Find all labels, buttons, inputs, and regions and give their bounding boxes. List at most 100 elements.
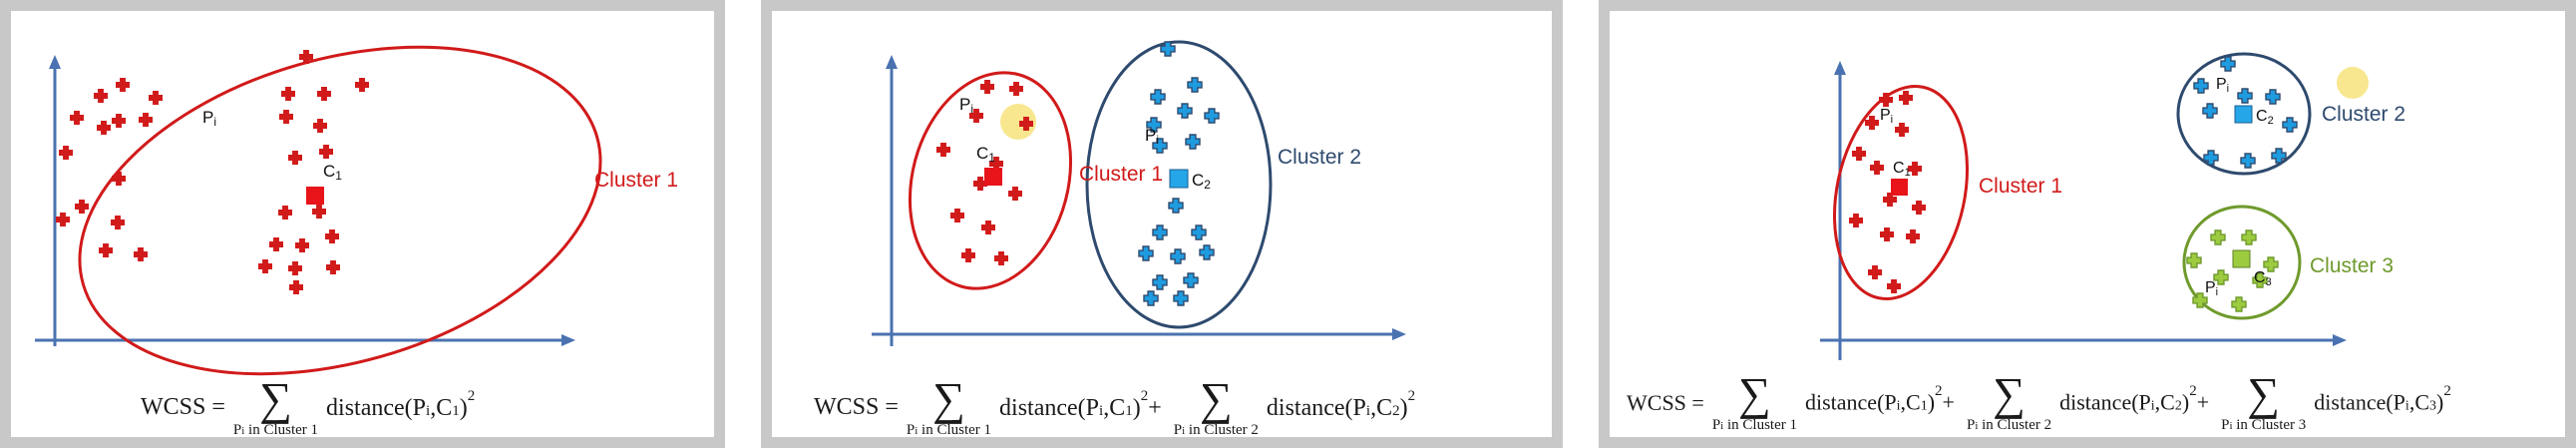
data-point-cluster-1 <box>94 89 108 103</box>
data-point-cluster-3 <box>2263 256 2279 272</box>
data-point-cluster-1 <box>1868 265 1882 279</box>
point-pi-label: Pi <box>202 108 216 129</box>
data-point-cluster-2 <box>1168 198 1184 214</box>
data-point-cluster-1 <box>289 280 303 294</box>
data-point-cluster-2 <box>2202 103 2218 119</box>
data-point-cluster-1 <box>326 260 340 274</box>
data-point-cluster-1 <box>288 261 302 275</box>
data-point-cluster-2 <box>2265 89 2281 105</box>
data-point-cluster-1 <box>981 221 995 234</box>
data-point-cluster-1 <box>59 146 73 160</box>
data-point-cluster-1 <box>317 87 331 101</box>
centroid-c2-label: C2 <box>1192 171 1211 192</box>
sum-cluster-1: ∑ Pi in Cluster 1 <box>232 373 319 438</box>
cluster-1-label: Cluster 1 <box>1079 163 1163 186</box>
cluster-points <box>936 41 1220 306</box>
wcss-lhs: WCSS = <box>1627 389 1704 415</box>
data-point-cluster-2 <box>2282 117 2298 133</box>
cluster-1-label: Cluster 1 <box>594 169 678 192</box>
centroid-c3-label: C3 <box>2254 269 2272 288</box>
data-point-cluster-1 <box>112 114 126 128</box>
sum-subscript-2: Pi in Cluster 2 <box>1173 422 1259 438</box>
data-point-cluster-3 <box>2231 296 2247 312</box>
sum-subscript-1: Pi in Cluster 1 <box>906 422 992 438</box>
data-point-cluster-3 <box>2241 229 2257 245</box>
cluster-1-boundary <box>908 71 1073 290</box>
data-point-cluster-1 <box>1908 162 1922 176</box>
panel-two-diagram: Pi C1 Pi C2 Cluster 1 Cluster 2 <box>872 40 1406 346</box>
sum-subscript: Pi in Cluster 1 <box>232 422 319 438</box>
centroid-c1 <box>306 187 324 205</box>
cluster-2-boundary <box>2176 52 2312 176</box>
cluster-1-boundary <box>78 45 602 376</box>
panel-two-clusters: Pi C1 Pi C2 Cluster 1 Cluster 2 WCSS = ∑… <box>761 0 1563 448</box>
data-point-cluster-1 <box>70 111 84 125</box>
sum-cluster-2: ∑ Pi in Cluster 2 <box>1967 368 2051 433</box>
data-point-cluster-3 <box>2213 269 2229 285</box>
sigma-symbol: ∑ <box>2247 368 2281 419</box>
data-point-cluster-1 <box>56 213 70 226</box>
data-point-cluster-3 <box>2252 272 2268 288</box>
wcss-formula-2: WCSS = ∑ Pi in Cluster 1 distance(Pi,C1)… <box>814 373 1419 438</box>
panel-one-canvas: C1 Pi Cluster 1 WCSS = ∑ Pi in Cluster 1… <box>11 11 714 437</box>
sigma-symbol: ∑ <box>259 373 292 424</box>
sigma-symbol: ∑ <box>932 373 965 424</box>
sum-cluster-1: ∑ Pi in Cluster 1 <box>1711 368 1797 433</box>
sigma-symbol: ∑ <box>1993 368 2025 419</box>
data-point-cluster-1 <box>279 110 293 124</box>
data-point-cluster-1 <box>99 243 113 257</box>
data-point-cluster-2 <box>2220 56 2236 72</box>
data-point-cluster-1 <box>97 121 111 135</box>
data-point-cluster-1 <box>994 251 1008 265</box>
data-point-cluster-1 <box>980 80 994 94</box>
data-point-cluster-2 <box>1170 248 1186 264</box>
cursor-highlight <box>2337 67 2369 99</box>
data-point-cluster-1 <box>111 216 125 229</box>
point-pi-label-1: Pi <box>959 95 973 116</box>
data-point-cluster-2 <box>1152 224 1168 240</box>
data-point-cluster-1 <box>936 143 950 157</box>
data-point-cluster-2 <box>1187 77 1203 93</box>
data-point-cluster-1 <box>258 259 272 273</box>
data-point-cluster-1 <box>312 205 326 219</box>
data-point-cluster-1 <box>1008 187 1022 201</box>
centroid-c1-label: C1 <box>976 144 995 165</box>
x-axis-arrow <box>1392 328 1406 340</box>
distance-term-1: distance(Pi,C1)2+ <box>1804 383 1955 415</box>
data-point-cluster-2 <box>1138 245 1154 261</box>
x-axis-arrow <box>2333 334 2347 346</box>
data-point-cluster-2 <box>1199 244 1215 260</box>
data-point-cluster-1 <box>1849 214 1863 227</box>
centroid-c3 <box>2232 249 2251 268</box>
cluster-3-label: Cluster 3 <box>2310 254 2393 277</box>
data-point-cluster-1 <box>1879 93 1893 107</box>
data-point-cluster-1 <box>319 145 333 159</box>
data-point-cluster-2 <box>2237 88 2253 104</box>
sigma-symbol: ∑ <box>1738 368 1771 419</box>
sum-cluster-3: ∑ Pi in Cluster 3 <box>2221 368 2306 433</box>
data-point-cluster-1 <box>313 119 327 133</box>
data-point-cluster-2 <box>2203 150 2219 166</box>
data-point-cluster-1 <box>973 177 987 191</box>
data-point-cluster-1 <box>139 113 153 127</box>
centroid-c1 <box>1891 179 1908 196</box>
cluster-2-boundary <box>1085 40 1273 329</box>
point-pi-label-1: Pi <box>1880 107 1893 126</box>
cluster-1-points <box>56 50 369 294</box>
cluster-points <box>1849 56 2298 312</box>
sum-subscript-1: Pi in Cluster 1 <box>1711 417 1797 433</box>
centroid-c1-label: C1 <box>323 162 342 183</box>
wcss-lhs: WCSS = <box>814 394 899 420</box>
panel-three-canvas: Pi C1 Pi C2 Pi C3 Cluster 1 Cluster 2 Cl… <box>1610 11 2565 437</box>
data-point-cluster-2 <box>1204 108 1220 124</box>
data-point-cluster-2 <box>1150 89 1166 105</box>
panel-two-canvas: Pi C1 Pi C2 Cluster 1 Cluster 2 WCSS = ∑… <box>772 11 1552 437</box>
data-point-cluster-1 <box>950 209 964 223</box>
panel-one-diagram: C1 Pi Cluster 1 <box>35 45 678 376</box>
data-point-cluster-3 <box>2210 229 2226 245</box>
data-point-cluster-1 <box>288 151 302 165</box>
cluster-1-label: Cluster 1 <box>1979 175 2062 198</box>
y-axis-arrow <box>49 55 61 69</box>
data-point-cluster-1 <box>1912 201 1926 215</box>
centroid-c2 <box>2234 105 2253 124</box>
